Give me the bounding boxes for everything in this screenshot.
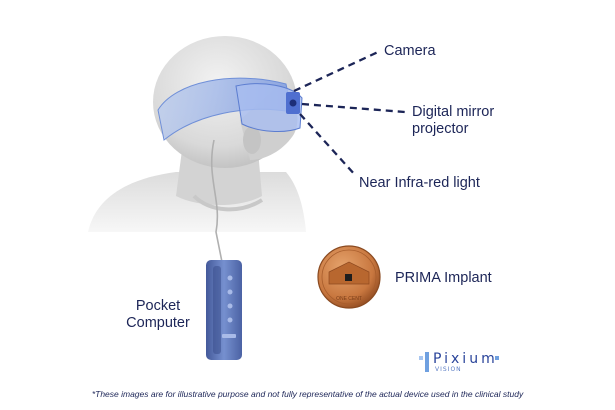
mannequin xyxy=(88,36,306,232)
leader-nir xyxy=(299,113,357,177)
label-pocket-computer: Pocket Computer xyxy=(118,298,198,332)
computer-button-icon xyxy=(227,303,233,309)
label-near-infrared-light: Near Infra-red light xyxy=(359,175,480,191)
computer-button-icon xyxy=(227,275,233,281)
label-mirror-line2: projector xyxy=(412,121,469,137)
label-mirror-line1: Digital mirror xyxy=(412,104,495,120)
footnote: *These images are for illustrative purpo… xyxy=(91,389,524,399)
label-pocket-line1: Pocket xyxy=(135,298,181,314)
label-digital-mirror-projector: Digital mirror projector xyxy=(412,104,494,138)
leader-lines xyxy=(293,50,406,177)
mannequin-ear xyxy=(243,126,261,154)
computer-button-icon xyxy=(227,317,233,323)
goggles-cable xyxy=(210,139,223,263)
leader-camera xyxy=(293,50,379,93)
goggles xyxy=(157,77,303,263)
label-camera: Camera xyxy=(384,43,436,59)
mannequin-collar xyxy=(192,194,264,212)
goggles-lens xyxy=(235,83,303,132)
coin-bottom-text: ONE CENT xyxy=(336,296,362,302)
pocket-computer-body xyxy=(206,260,242,360)
computer-button-icon xyxy=(227,289,233,295)
pixium-vision-logo: Pixium VISION xyxy=(417,350,512,376)
label-pocket-line2: Computer xyxy=(126,315,190,331)
leader-mirror xyxy=(301,102,406,114)
logo-mark xyxy=(419,352,499,372)
memorial-building xyxy=(328,261,370,285)
label-prima-implant: PRIMA Implant xyxy=(395,270,492,286)
prima-implant-chip xyxy=(345,274,352,281)
logo-sub: VISION xyxy=(435,366,462,373)
penny-coin: ONE CENT xyxy=(317,245,381,309)
camera-lens-icon xyxy=(289,99,297,107)
logo-brand: Pixium xyxy=(433,351,498,367)
pocket-computer xyxy=(206,260,242,360)
